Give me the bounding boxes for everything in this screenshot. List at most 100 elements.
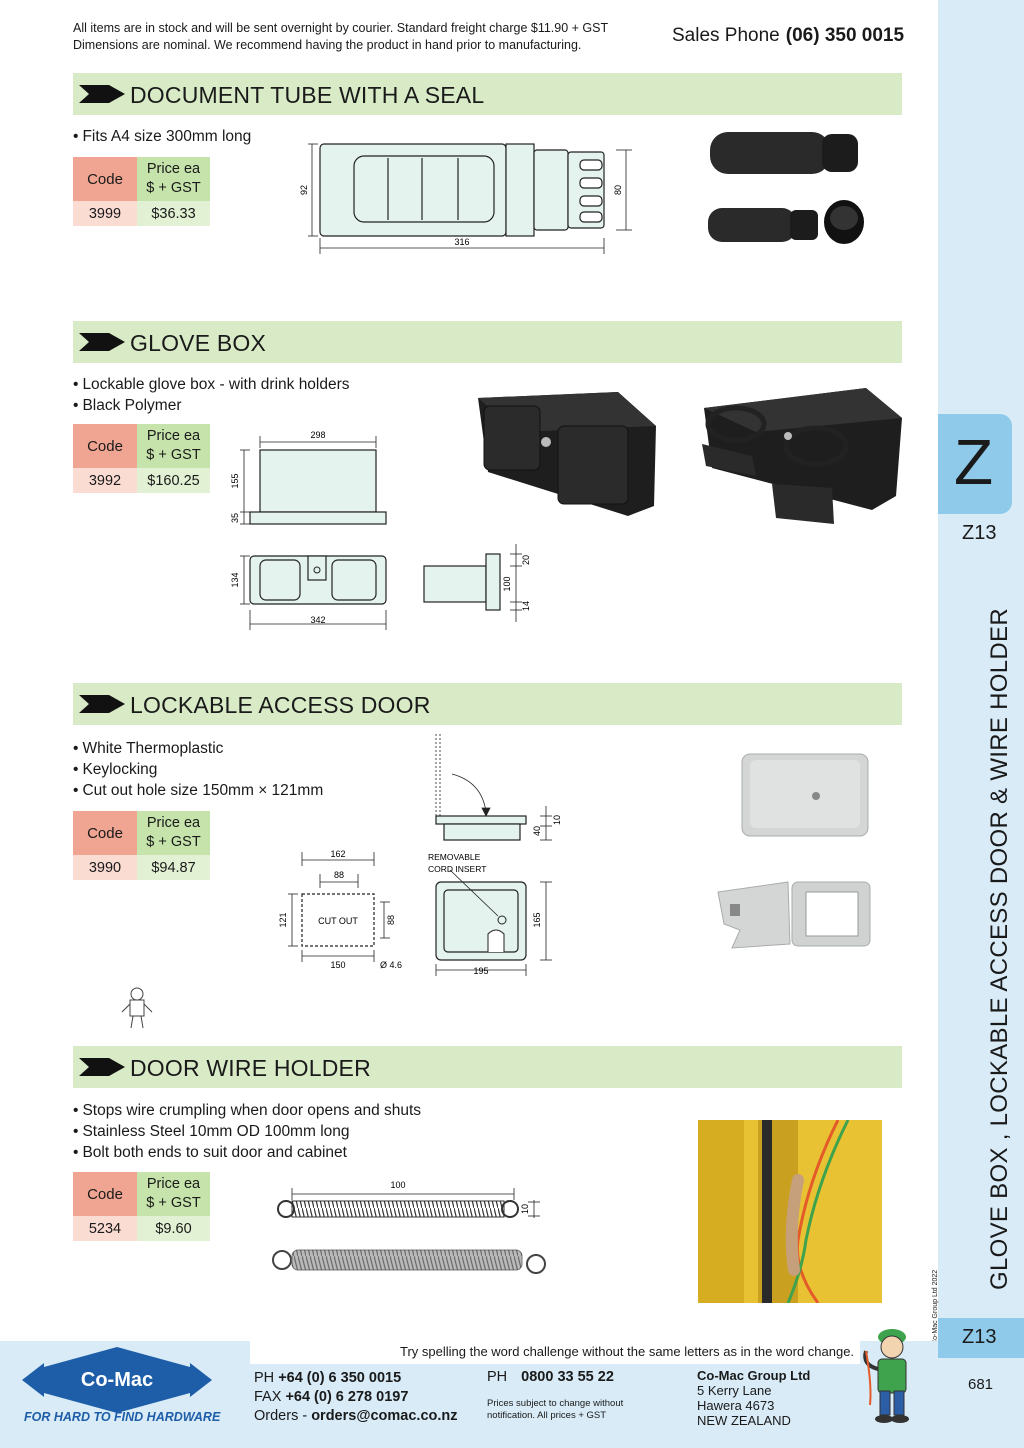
dim-label: 14 (521, 601, 531, 611)
dim-label: 298 (310, 430, 325, 440)
dim-label: 342 (310, 615, 325, 625)
product-code: 3992 (73, 468, 137, 493)
logo-text: Co-Mac (81, 1369, 153, 1391)
dim-label: REMOVABLE (428, 852, 481, 862)
price-header: Price ea$ + GST (137, 424, 210, 468)
dim-label: 88 (334, 870, 344, 880)
price-header: Price ea$ + GST (137, 157, 210, 201)
section-title: DOCUMENT TUBE WITH A SEAL (130, 82, 485, 108)
dim-label: 162 (330, 849, 345, 859)
page-number: 681 (968, 1376, 994, 1393)
dim-label: 150 (330, 960, 345, 970)
side-title: GLOVE BOX , LOCKABLE ACCESS DOOR & WIRE … (986, 608, 1013, 1290)
comac-logo: Co-Mac (22, 1347, 212, 1413)
fax-label: FAX (254, 1389, 282, 1405)
dim-label: 121 (278, 912, 288, 927)
dim-label: 195 (473, 966, 488, 976)
section-header-access-door: LOCKABLE ACCESS DOOR (73, 683, 902, 725)
dim-label: CUT OUT (318, 916, 358, 926)
product-price: $36.33 (137, 201, 210, 226)
dim-label: 10 (520, 1204, 530, 1214)
bullet-item: Stainless Steel 10mm OD 100mm long (73, 1121, 421, 1142)
ph-number: +64 (0) 6 350 0015 (278, 1370, 402, 1386)
freephone-number: 0800 33 55 22 (521, 1369, 614, 1385)
orders-label: Orders - (254, 1408, 308, 1424)
code-header: Code (73, 424, 137, 468)
dim-label: 88 (386, 915, 396, 925)
arrow-icon (79, 85, 125, 103)
dim-label: 100 (502, 576, 512, 591)
arrow-icon (79, 333, 125, 351)
product-code: 3999 (73, 201, 137, 226)
product-code: 3990 (73, 855, 137, 880)
code-header: Code (73, 1172, 137, 1216)
contact-block: PH +64 (0) 6 350 0015 FAX +64 (0) 6 278 … (254, 1369, 458, 1426)
side-code: Z13 (962, 522, 997, 544)
sales-phone: Sales Phone(06) 350 0015 (672, 25, 904, 47)
company-name: Co-Mac Group Ltd (697, 1368, 811, 1383)
notice-line-1: All items are in stock and will be sent … (73, 21, 609, 35)
price-table: Code Price ea$ + GST 3992 $160.25 (73, 424, 210, 493)
bottom-tab: Z13 (938, 1318, 1024, 1358)
bottom-code: Z13 (962, 1326, 997, 1348)
challenge-text: Try spelling the word challenge without … (400, 1344, 855, 1359)
price-table: Code Price ea$ + GST 3999 $36.33 (73, 157, 210, 226)
dim-label: 100 (390, 1180, 405, 1190)
section-header-document-tube: DOCUMENT TUBE WITH A SEAL (73, 73, 902, 115)
top-notice: All items are in stock and will be sent … (73, 20, 608, 54)
price-header: Price ea$ + GST (137, 1172, 210, 1216)
code-header: Code (73, 157, 137, 201)
notice-line-2: Dimensions are nominal. We recommend hav… (73, 38, 582, 52)
glove-box-photo (478, 392, 656, 516)
bullet-item: White Thermoplastic (73, 738, 323, 759)
glove-box-drawing: 298 155 35 134 342 20 100 14 (230, 430, 531, 630)
access-door-photo (741, 753, 869, 837)
bullet-list: Fits A4 size 300mm long (73, 126, 251, 147)
fax-number: +64 (0) 6 278 0197 (285, 1389, 409, 1405)
arrow-icon (79, 695, 125, 713)
section-letter: Z (954, 426, 994, 498)
bullet-list: Stops wire crumpling when door opens and… (73, 1100, 421, 1163)
section-tab: Z (938, 414, 1012, 514)
product-price: $9.60 (137, 1216, 210, 1241)
side-strip (938, 0, 1024, 1448)
section-header-glove-box: GLOVE BOX (73, 321, 902, 363)
document-tube-drawing: 92 80 316 (299, 143, 632, 254)
product-price: $160.25 (137, 468, 210, 493)
price-table: Code Price ea$ + GST 5234 $9.60 (73, 1172, 210, 1241)
tagline: FOR HARD TO FIND HARDWARE (24, 1410, 221, 1424)
bullet-item: Black Polymer (73, 395, 350, 416)
dim-label: 10 (552, 815, 562, 825)
price-note: Prices subject to change without notific… (487, 1398, 624, 1421)
section-header-wire-holder: DOOR WIRE HOLDER (73, 1046, 902, 1088)
wire-holder-drawing: 100 10 (272, 1180, 546, 1274)
dim-label: CORD INSERT (428, 864, 486, 874)
price-table: Code Price ea$ + GST 3990 $94.87 (73, 811, 210, 880)
section-title: DOOR WIRE HOLDER (130, 1055, 371, 1081)
bullet-item: Stops wire crumpling when door opens and… (73, 1100, 421, 1121)
bullet-item: Bolt both ends to suit door and cabinet (73, 1142, 421, 1163)
glove-box-open-photo (702, 388, 902, 524)
arrow-icon (79, 1058, 125, 1076)
dim-label: Ø 4.6 (380, 960, 402, 970)
dim-label: 165 (532, 912, 542, 927)
dim-label: 316 (454, 237, 469, 247)
section-title: GLOVE BOX (130, 330, 267, 356)
dim-label: 40 (532, 826, 542, 836)
sales-phone-number: (06) 350 0015 (785, 25, 905, 46)
orders-email[interactable]: orders@comac.co.nz (311, 1408, 458, 1424)
mascot-icon (863, 1329, 909, 1423)
bullet-item: Keylocking (73, 759, 323, 780)
dim-label: 80 (613, 185, 623, 195)
wire-holder-photo (698, 1120, 882, 1303)
address-block: Co-Mac Group Ltd 5 Kerry Lane Hawera 467… (697, 1368, 811, 1428)
section-title: LOCKABLE ACCESS DOOR (130, 692, 431, 718)
product-price: $94.87 (137, 855, 210, 880)
dim-label: 155 (230, 473, 240, 488)
dim-label: 134 (230, 572, 240, 587)
dim-label: 20 (521, 555, 531, 565)
bullet-list: White Thermoplastic Keylocking Cut out h… (73, 738, 323, 801)
product-code: 5234 (73, 1216, 137, 1241)
bullet-item: Fits A4 size 300mm long (73, 126, 251, 147)
dim-label: 35 (230, 513, 240, 523)
